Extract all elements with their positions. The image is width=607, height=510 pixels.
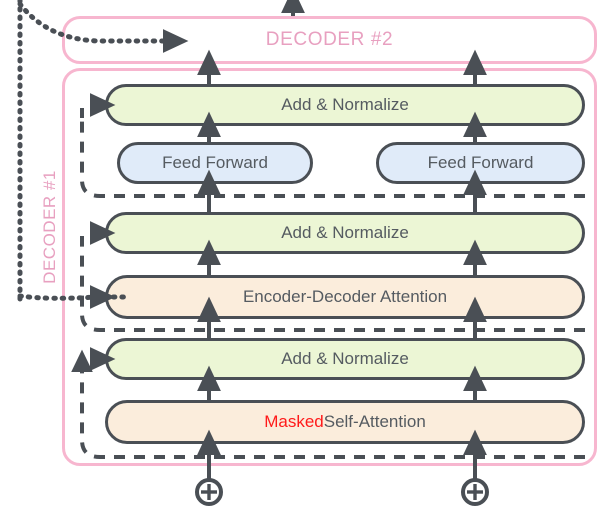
encoder-decoder-attention-box[interactable]: Encoder-Decoder Attention [105, 275, 585, 319]
add-normalize-bottom-box[interactable]: Add & Normalize [105, 338, 585, 380]
add-normalize-middle-box[interactable]: Add & Normalize [105, 212, 585, 254]
self-attention-text: Self-Attention [323, 412, 426, 431]
add-normalize-top-box[interactable]: Add & Normalize [105, 84, 585, 126]
positional-encoding-circle-left[interactable] [195, 478, 223, 506]
positional-encoding-circle-right[interactable] [461, 478, 489, 506]
decoder-1-label: DECODER #1 [40, 170, 59, 284]
masked-self-attention-box[interactable]: Masked Self-Attention [105, 400, 585, 444]
masked-keyword: Masked [264, 412, 324, 431]
feed-forward-right-box[interactable]: Feed Forward [376, 142, 585, 184]
decoder-2-label: DECODER #2 [265, 29, 394, 50]
feed-forward-left-box[interactable]: Feed Forward [117, 142, 313, 184]
